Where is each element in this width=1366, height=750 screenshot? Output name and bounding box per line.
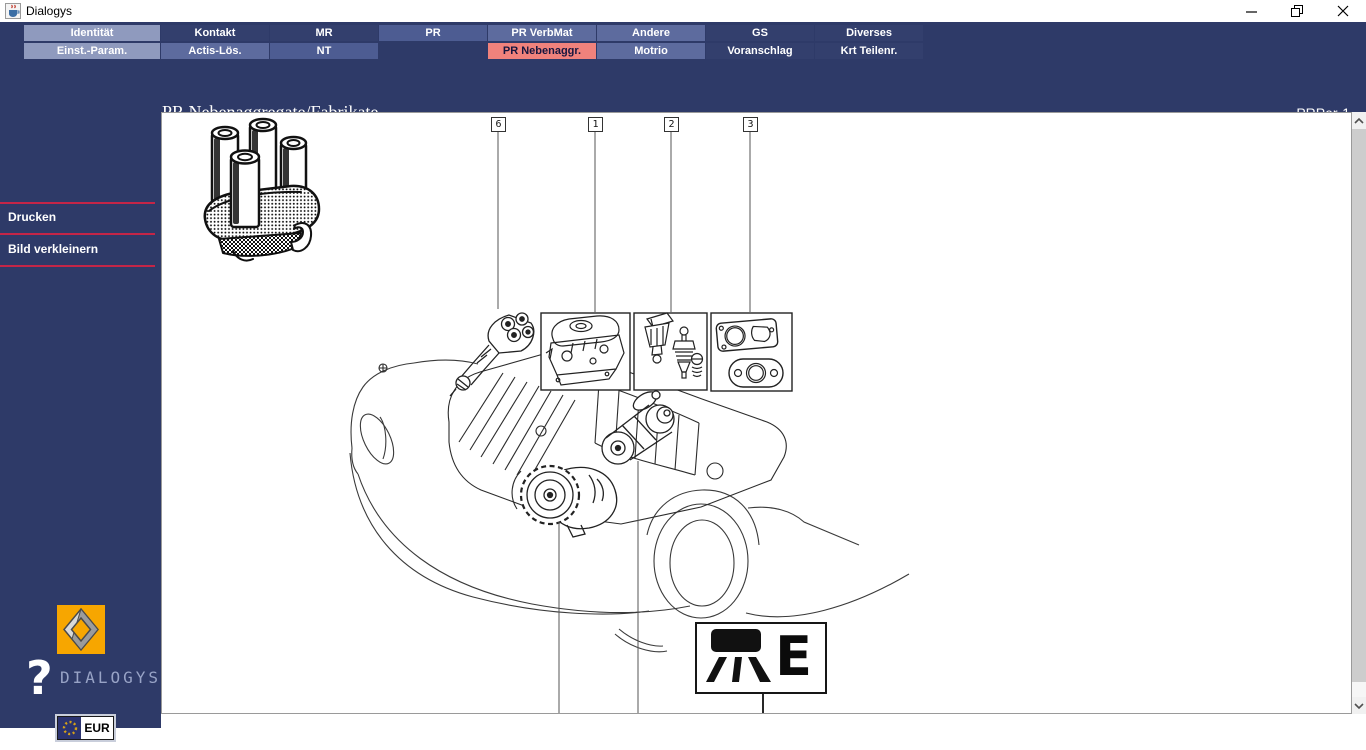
- minimize-button[interactable]: [1228, 0, 1274, 22]
- vertical-scrollbar[interactable]: [1352, 112, 1366, 714]
- question-mark-icon: ?: [26, 651, 53, 705]
- callout-1[interactable]: 1: [588, 117, 603, 132]
- currency-label: EUR: [84, 721, 110, 735]
- renault-diamond-icon: [63, 607, 99, 652]
- shrink-image-button[interactable]: Bild verkleinern: [8, 242, 99, 256]
- tab-kontakt[interactable]: Kontakt: [161, 25, 269, 41]
- tab-row-1: Identität Kontakt MR PR PR VerbMat Ander…: [24, 25, 924, 41]
- diagram-canvas: 6 1 2 3 E: [161, 112, 1352, 714]
- tab-row-2: Einst.-Param. Actis-Lös. NT PR Nebenaggr…: [24, 43, 924, 59]
- sidebar-divider: [0, 202, 155, 204]
- chevron-up-icon: [1354, 117, 1364, 124]
- renault-logo: [57, 605, 105, 654]
- sidebar: Drucken Bild verkleinern ? DIALOGYS EUR: [0, 82, 161, 750]
- java-cup-icon: [5, 3, 21, 19]
- tab-andere[interactable]: Andere: [597, 25, 705, 41]
- tab-slot-empty: [379, 43, 487, 59]
- callout-6[interactable]: 6: [491, 117, 506, 132]
- tab-mr[interactable]: MR: [270, 25, 378, 41]
- tab-nt[interactable]: NT: [270, 43, 378, 59]
- tab-einst-param[interactable]: Einst.-Param.: [24, 43, 160, 59]
- sidebar-divider: [0, 265, 155, 267]
- callout-2[interactable]: 2: [664, 117, 679, 132]
- bottom-strip: [161, 714, 1366, 728]
- sidebar-divider: [0, 233, 155, 235]
- dialogys-wordmark: DIALOGYS: [60, 668, 162, 687]
- close-icon: [1337, 5, 1349, 17]
- scrollbar-thumb[interactable]: [1352, 129, 1366, 682]
- tab-pr-nebenaggr[interactable]: PR Nebenaggr.: [488, 43, 596, 59]
- distributor-cap-illustration: [203, 117, 321, 262]
- callout-3[interactable]: 3: [743, 117, 758, 132]
- tab-identitaet[interactable]: Identität: [24, 25, 160, 41]
- titlebar: Dialogys: [0, 0, 1366, 22]
- restore-button[interactable]: [1274, 0, 1320, 22]
- scroll-up-button[interactable]: [1352, 112, 1366, 129]
- restore-icon: [1291, 5, 1303, 17]
- scroll-down-button[interactable]: [1352, 697, 1366, 714]
- window-controls: [1228, 0, 1366, 22]
- eu-stars-icon: [58, 717, 81, 739]
- print-button[interactable]: Drucken: [8, 210, 57, 224]
- tab-actis-loes[interactable]: Actis-Lös.: [161, 43, 269, 59]
- tab-krt-teilenr[interactable]: Krt Teilenr.: [815, 43, 923, 59]
- tab-diverses[interactable]: Diverses: [815, 25, 923, 41]
- tab-voranschlag[interactable]: Voranschlag: [706, 43, 814, 59]
- headlamp-beam-icon: [706, 629, 771, 682]
- approval-letter: E: [775, 625, 812, 688]
- tab-pr[interactable]: PR: [379, 25, 487, 41]
- parts-diagram: [203, 117, 910, 713]
- tab-motrio[interactable]: Motrio: [597, 43, 705, 59]
- approval-plate: E: [695, 622, 827, 694]
- tab-gs[interactable]: GS: [706, 25, 814, 41]
- close-button[interactable]: [1320, 0, 1366, 22]
- minimize-icon: [1245, 10, 1257, 13]
- window-title: Dialogys: [26, 4, 73, 18]
- currency-button[interactable]: EUR: [57, 716, 114, 740]
- tab-pr-verbmat[interactable]: PR VerbMat: [488, 25, 596, 41]
- chevron-down-icon: [1354, 702, 1364, 709]
